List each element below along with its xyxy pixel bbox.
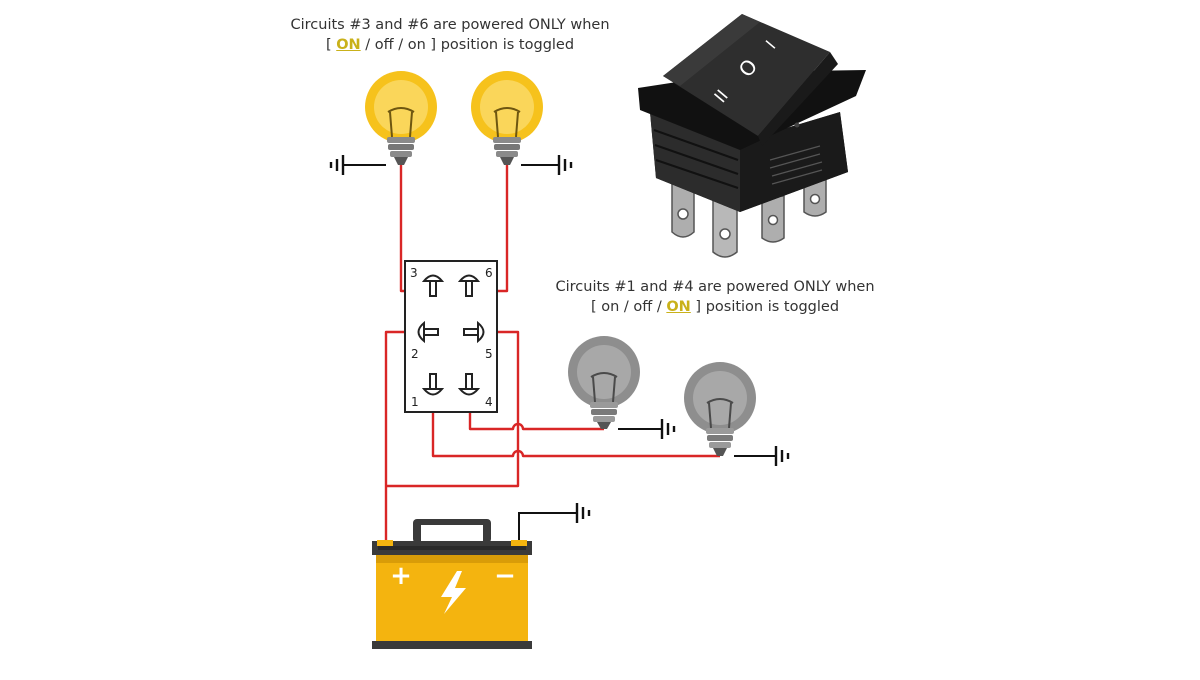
ground-wire-battery	[518, 512, 577, 541]
terminal-label-2: 2	[411, 347, 419, 361]
wire-terminal-1-to-gray-bulb	[431, 404, 720, 458]
terminal-5-icon	[463, 320, 485, 344]
lit-bulb-icon	[471, 71, 543, 165]
lit-bulb-icon	[365, 71, 437, 165]
terminal-3-icon	[421, 274, 445, 297]
lightning-icon	[441, 571, 466, 614]
switch-pin-icon	[712, 197, 738, 258]
terminal-label-5: 5	[485, 347, 493, 361]
battery-icon: + −	[372, 519, 532, 649]
caption-line-1: Circuits #3 and #6 are powered ONLY when	[290, 17, 610, 33]
switch-pin-icon	[803, 179, 827, 217]
terminal-label-3: 3	[410, 266, 418, 280]
terminal-6-icon	[457, 274, 481, 297]
wire-terminal-4-to-gray-bulb	[468, 404, 604, 431]
terminal-1-icon	[421, 373, 445, 396]
terminal-4-icon	[457, 373, 481, 396]
caption-pre: [	[325, 37, 337, 53]
wire-terminal-5-bridge	[386, 330, 520, 488]
caption-line-1: Circuits #1 and #4 are powered ONLY when	[555, 279, 875, 295]
caption-line-2: [ on / off / ON ] position is toggled	[515, 297, 915, 317]
unlit-bulb-icon	[568, 336, 640, 429]
ground-icon	[660, 419, 676, 439]
ground-icon	[575, 503, 591, 523]
caption-highlight-on: ON	[336, 37, 361, 53]
caption-circuits-3-6: Circuits #3 and #6 are powered ONLY when…	[250, 15, 650, 55]
terminal-label-6: 6	[485, 266, 493, 280]
battery-plus-label: +	[390, 561, 412, 591]
unlit-bulb-icon	[684, 362, 756, 456]
ground-wires	[343, 164, 776, 541]
terminal-2-icon	[417, 320, 439, 344]
terminal-label-1: 1	[411, 395, 419, 409]
switch-pin-icon	[671, 181, 695, 238]
caption-circuits-1-4: Circuits #1 and #4 are powered ONLY when…	[515, 277, 915, 317]
ground-icon	[557, 155, 573, 175]
rocker-switch-illustration: I O II	[638, 14, 866, 258]
caption-post: ] position is toggled	[690, 299, 840, 315]
caption-post: / off / on ] position is toggled	[360, 37, 575, 53]
caption-line-2: [ ON / off / on ] position is toggled	[250, 35, 650, 55]
switch-schematic: 3 6 2 5 1 4	[404, 260, 498, 413]
switch-pin-icon	[761, 195, 785, 243]
caption-highlight-on: ON	[666, 299, 691, 315]
ground-symbols	[329, 155, 790, 523]
ground-icon	[329, 155, 345, 175]
ground-icon	[774, 446, 790, 466]
terminal-label-4: 4	[485, 395, 493, 409]
caption-pre: [ on / off /	[590, 299, 667, 315]
battery-minus-label: −	[494, 561, 516, 591]
